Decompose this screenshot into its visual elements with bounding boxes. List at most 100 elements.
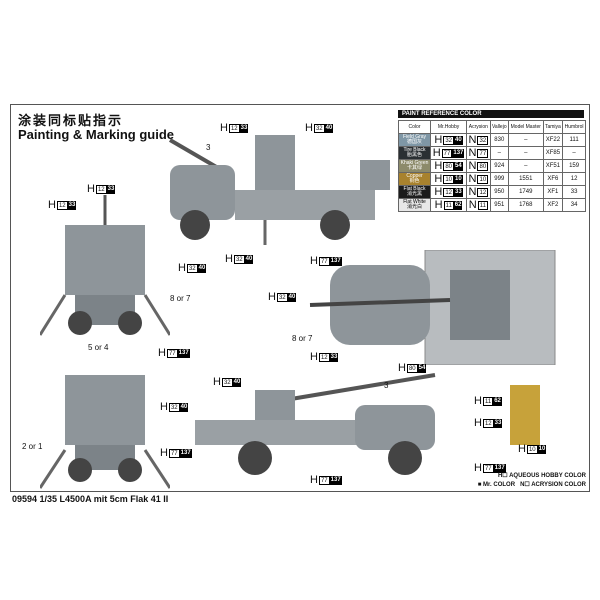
h-mark: H (48, 199, 56, 211)
mr-color-code: 33 (67, 200, 77, 210)
h-mark: H (434, 199, 443, 211)
part-label: 5 or 4 (88, 343, 109, 352)
top-view (309, 250, 556, 365)
acrysion-number: 80 (477, 161, 489, 171)
color-name: Field Gray (402, 134, 427, 140)
column-header: Model Master (507, 120, 544, 134)
aqueous-code: 32 (276, 292, 288, 302)
mr-color-code: 137 (452, 148, 465, 158)
h-mark: H (310, 474, 318, 486)
aqueous-code: 77 (482, 463, 494, 473)
aqueous-code: 12 (228, 123, 240, 133)
color-name-cn: 消光白 (407, 204, 423, 210)
front-view (40, 195, 170, 336)
vallejo-code: 924 (489, 159, 509, 173)
aqueous-code: 80 (406, 363, 418, 373)
aqueous-code: 77 (166, 348, 178, 358)
h-mark: H (434, 186, 443, 198)
mr-color-code: 40 (179, 402, 189, 412)
mr-color-code: 33 (454, 187, 463, 197)
paint-table-title: PAINT REFERENCE COLOR (398, 110, 584, 118)
aqueous-code: 12 (443, 187, 455, 197)
column-header: Tamiya (542, 120, 564, 134)
acrysion-number: 32 (477, 135, 489, 145)
h-mark: H (398, 362, 406, 374)
part-label: 8 or 7 (292, 334, 313, 343)
model-master-code: – (507, 146, 544, 160)
n-mark: N (468, 134, 477, 146)
n-mark: N (468, 186, 477, 198)
title-english: Painting & Marking guide (18, 127, 175, 142)
legend-aqueous: H☐ AQUEOUS HOBBY COLOR (497, 473, 586, 479)
humbrol-code: 34 (562, 198, 586, 212)
tamiya-code: XF2 (542, 198, 564, 212)
h-mark: H (213, 376, 221, 388)
model-master-code: 1749 (507, 185, 544, 199)
cartridge-rack (510, 385, 540, 445)
mr-color-code: 33 (329, 352, 339, 362)
humbrol-code: 159 (562, 159, 586, 173)
h-mark: H (225, 253, 233, 265)
n-mark: N (468, 160, 477, 172)
h-mark: H (432, 147, 441, 159)
column-header: Humbrol (562, 120, 586, 134)
tamiya-code: XF1 (542, 185, 564, 199)
footer-caption: 09594 1/35 L4500A mit 5cm Flak 41 II (12, 494, 169, 504)
model-master-code: – (507, 133, 544, 147)
h-mark: H (87, 183, 95, 195)
vallejo-code: 830 (489, 133, 509, 147)
n-mark: N (468, 147, 477, 159)
guide-frame (10, 104, 590, 492)
mr-color-code: 40 (287, 292, 297, 302)
mr-color-code: 40 (324, 123, 334, 133)
h-mark: H (178, 262, 186, 274)
h-mark: H (160, 447, 168, 459)
mr-color-code: 10 (454, 174, 463, 184)
aqueous-code: 10 (526, 444, 538, 454)
aqueous-code: 11 (443, 200, 454, 210)
aqueous-code: 32 (168, 402, 180, 412)
mr-color-code: 40 (197, 263, 207, 273)
h-mark: H (305, 122, 313, 134)
legend-mr-color: ■ Mr. COLOR (477, 482, 516, 488)
h-mark: H (220, 122, 228, 134)
aqueous-code: 80 (443, 161, 455, 171)
h-mark: H (434, 173, 443, 185)
mr-color-code: 40 (454, 135, 463, 145)
column-header: Vallejo (489, 120, 509, 134)
acrysion-number: 10 (477, 174, 489, 184)
h-mark: H (268, 291, 276, 303)
aqueous-code: 32 (221, 377, 233, 387)
color-name-cn: 德国灰 (407, 139, 423, 145)
vallejo-code: – (489, 146, 509, 160)
mr-color-code: 40 (232, 377, 242, 387)
aqueous-code: 32 (443, 135, 455, 145)
aqueous-code: 32 (313, 123, 325, 133)
h-mark: H (160, 401, 168, 413)
acrysion-number: 77 (477, 148, 489, 158)
